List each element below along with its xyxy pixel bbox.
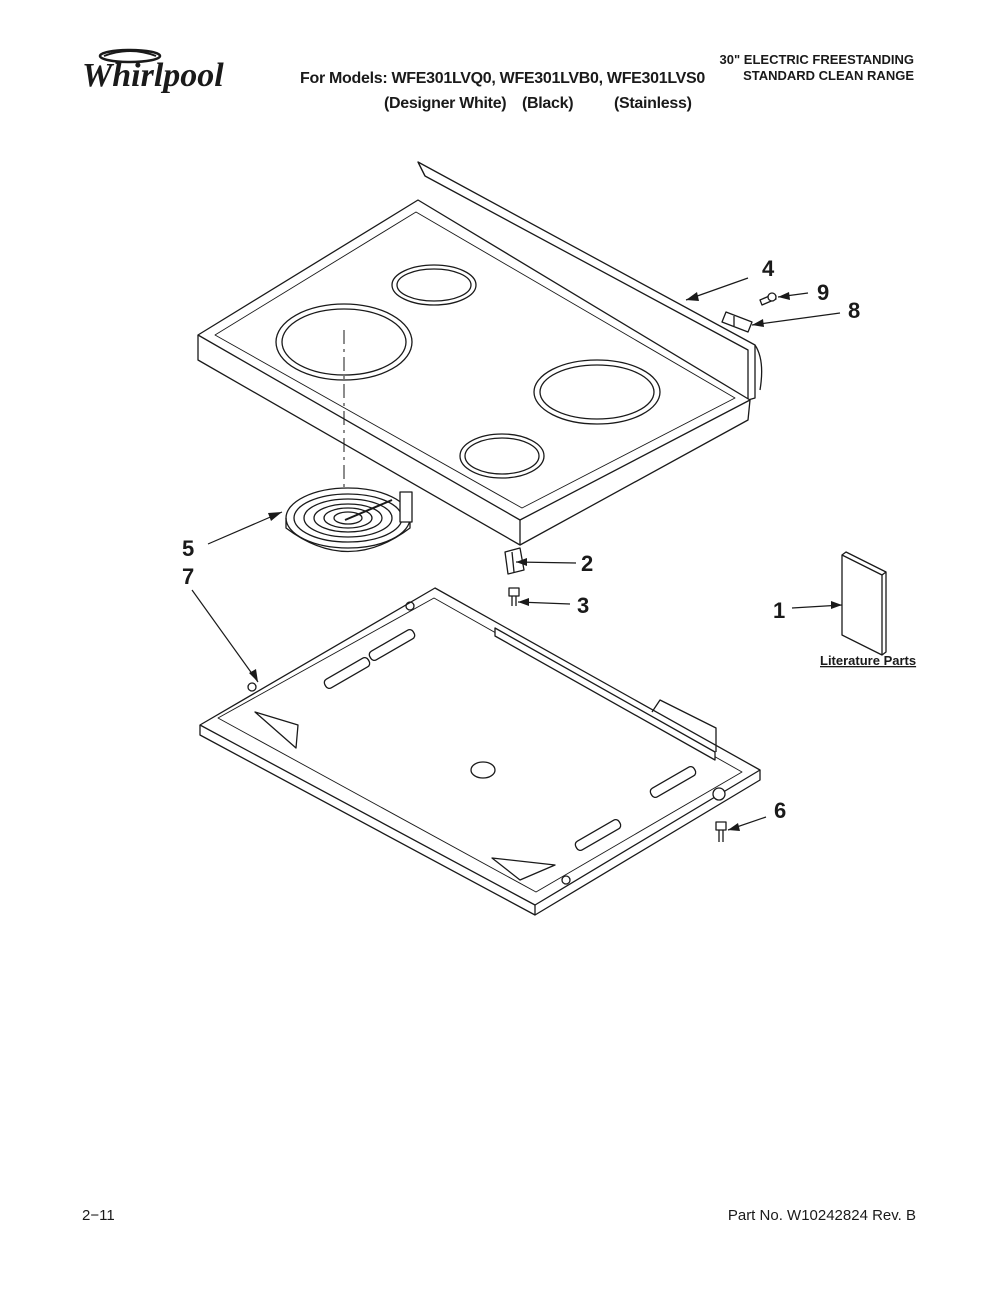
finish-black: (Black) (522, 95, 574, 112)
part-number: Part No. W10242824 Rev. B (727, 1207, 916, 1224)
surface-element-part (285, 487, 413, 553)
bracket-part (721, 311, 753, 333)
finish-stainless: (Stainless) (614, 95, 692, 112)
whirlpool-logo: Whirlpool (82, 48, 224, 94)
burner-front-right (459, 433, 545, 479)
screw-6 (715, 821, 727, 842)
page-title-line2: STANDARD CLEAN RANGE (743, 68, 914, 83)
leader-7 (191, 589, 259, 683)
literature-parts-label: Literature Parts (820, 653, 916, 668)
screw-9 (759, 292, 777, 306)
callout-7: 7 (182, 564, 194, 589)
page-title-line1: 30" ELECTRIC FREESTANDING (719, 52, 914, 67)
callout-5: 5 (182, 536, 194, 561)
screw-3 (508, 587, 520, 606)
models-label: For Models: WFE301LVQ0, WFE301LVB0, WFE3… (300, 70, 705, 87)
clip-part (504, 547, 525, 575)
callout-3: 3 (577, 593, 589, 618)
brand-wordmark: Whirlpool (82, 57, 224, 94)
burner-rear-left-inner (396, 268, 472, 302)
burner-box-part (199, 587, 761, 916)
callout-1: 1 (773, 598, 785, 623)
finish-designer-white: (Designer White) (384, 95, 507, 112)
literature-part (841, 554, 883, 656)
cooktop-part (197, 161, 763, 546)
leader-8 (751, 312, 841, 326)
callout-4: 4 (762, 256, 775, 281)
burner-rear-right (533, 359, 661, 425)
callout-8: 8 (848, 298, 860, 323)
burner-front-left (275, 303, 413, 381)
callout-9: 9 (817, 280, 829, 305)
callout-6: 6 (774, 798, 786, 823)
page-number: 2−11 (82, 1207, 115, 1224)
callout-2: 2 (581, 551, 593, 576)
burner-rear-left (391, 264, 477, 306)
